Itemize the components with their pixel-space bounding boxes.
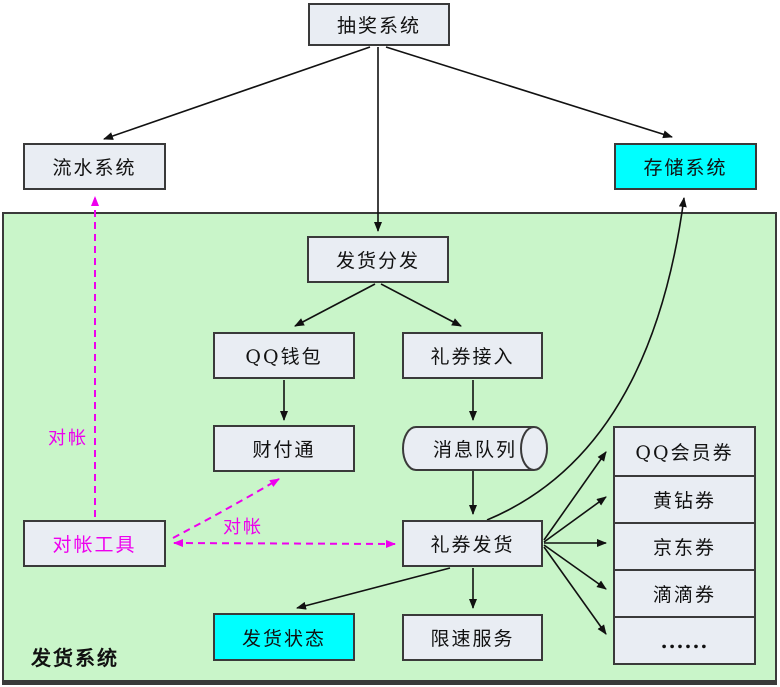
edge-lottery-to-storage <box>385 46 673 139</box>
node-coupon-didi: 滴滴券 <box>615 569 754 616</box>
node-dispatch: 发货分发 <box>307 236 449 283</box>
cylinder-shape <box>402 426 548 471</box>
node-message-queue: 消息队列 <box>401 425 549 472</box>
node-delivery-status: 发货状态 <box>213 613 355 661</box>
coupon-list: QQ会员券 黄钻券 京东券 滴滴券 ...... <box>613 426 756 665</box>
node-tenpay: 财付通 <box>213 425 355 472</box>
node-recon-tool: 对帐工具 <box>23 520 166 567</box>
node-storage-system: 存储系统 <box>614 143 757 190</box>
node-coupon-yellow-diamond: 黄钻券 <box>615 475 754 522</box>
node-qq-wallet: QQ钱包 <box>213 332 355 379</box>
region-title: 发货系统 <box>31 646 119 670</box>
recon-label-tenpay: 对帐 <box>223 517 263 538</box>
node-coupon-jd: 京东券 <box>615 522 754 569</box>
message-queue-label: 消息队列 <box>432 439 517 461</box>
node-lottery-system: 抽奖系统 <box>308 3 450 46</box>
node-rate-limit: 限速服务 <box>402 614 543 661</box>
node-coupon-access: 礼券接入 <box>402 332 543 379</box>
edge-lottery-to-flow <box>103 46 371 140</box>
recon-label-flow: 对帐 <box>48 428 88 449</box>
node-coupon-delivery: 礼券发货 <box>402 520 543 567</box>
node-coupon-more: ...... <box>615 616 754 663</box>
node-flow-system: 流水系统 <box>23 143 166 190</box>
node-coupon-qq-member: QQ会员券 <box>635 442 734 464</box>
